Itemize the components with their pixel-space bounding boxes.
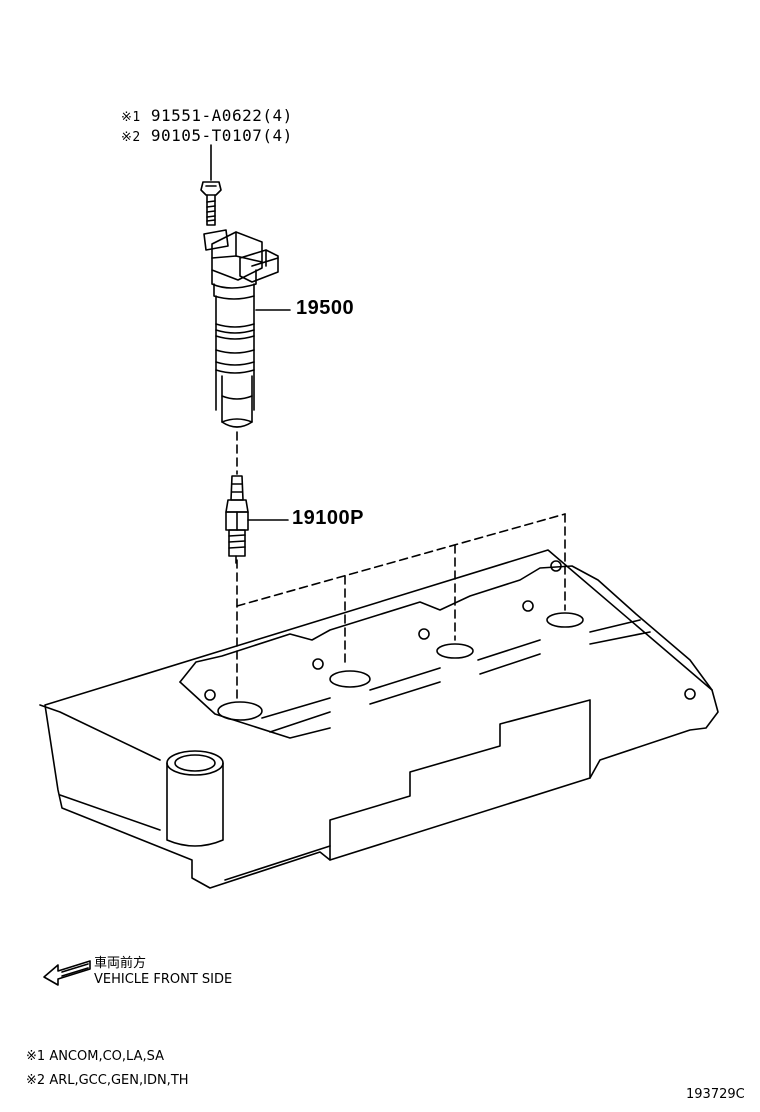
note-1: ※1 ANCOM,CO,LA,SA xyxy=(26,1049,164,1064)
ignition-coil-icon xyxy=(203,229,279,428)
note-2: ※2 ARL,GCC,GEN,IDN,TH xyxy=(26,1073,189,1088)
fastener-part-2[interactable]: 90105-T0107(4) xyxy=(150,126,293,145)
note-text-2: ARL,GCC,GEN,IDN,TH xyxy=(49,1073,189,1088)
fastener-mark-1: ※1 xyxy=(121,110,141,125)
note-mark-1: ※1 xyxy=(26,1049,46,1064)
callout-19500[interactable]: 19500 xyxy=(296,297,355,319)
bolt-icon xyxy=(200,181,222,226)
spark-plug-icon xyxy=(225,475,249,564)
fastener-mark-2: ※2 xyxy=(121,130,141,145)
cylinder-head-cover xyxy=(39,549,719,889)
note-mark-2: ※2 xyxy=(26,1073,46,1088)
vehicle-front-arrow-icon xyxy=(43,960,91,986)
fastener-row-2: ※2 90105-T0107(4) xyxy=(121,126,293,145)
callout-19100p[interactable]: 19100P xyxy=(292,507,364,529)
cylinder-reference-box xyxy=(236,513,566,667)
direction-english: VEHICLE FRONT SIDE xyxy=(94,972,233,987)
fastener-part-1[interactable]: 91551-A0622(4) xyxy=(150,106,293,125)
direction-japanese: 車両前方 xyxy=(94,956,147,971)
diagram-id: 193729C xyxy=(686,1087,745,1102)
fastener-row-1: ※1 91551-A0622(4) xyxy=(121,106,293,125)
note-text-1: ANCOM,CO,LA,SA xyxy=(49,1049,164,1064)
